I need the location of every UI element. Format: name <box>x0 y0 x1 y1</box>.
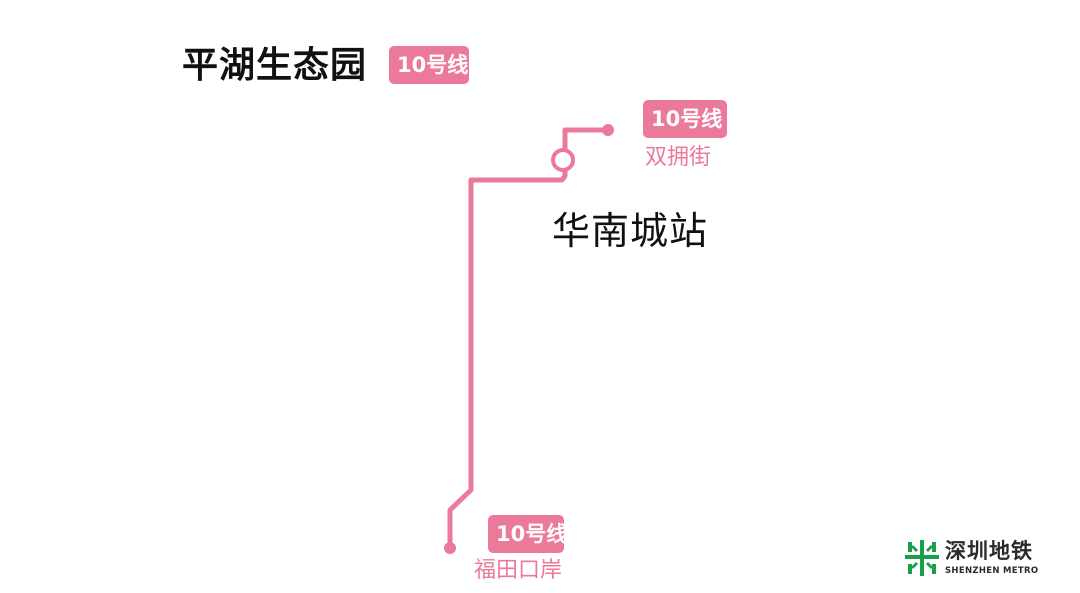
metro-logo-icon <box>905 540 939 576</box>
current-station-name: 华南城站 <box>552 209 709 253</box>
terminal-dot-south <box>444 542 456 554</box>
south-terminal-line-badge: 10号线 <box>488 515 567 553</box>
page-title: 平湖生态园 <box>182 45 368 86</box>
north-terminal-name: 双拥街 <box>645 145 712 170</box>
title-line-badge: 10号线 <box>389 46 469 84</box>
logo-text-cn: 深圳地铁 <box>945 539 1033 563</box>
north-terminal-line-badge: 10号线 <box>643 100 727 138</box>
south-terminal-name: 福田口岸 <box>474 558 563 583</box>
current-station-marker <box>551 148 575 172</box>
shenzhen-metro-logo: 深圳地铁 SHENZHEN METRO <box>905 538 1055 582</box>
logo-text-en: SHENZHEN METRO <box>945 566 1039 576</box>
line-10-route <box>447 127 611 551</box>
terminal-dot-north <box>602 124 614 136</box>
